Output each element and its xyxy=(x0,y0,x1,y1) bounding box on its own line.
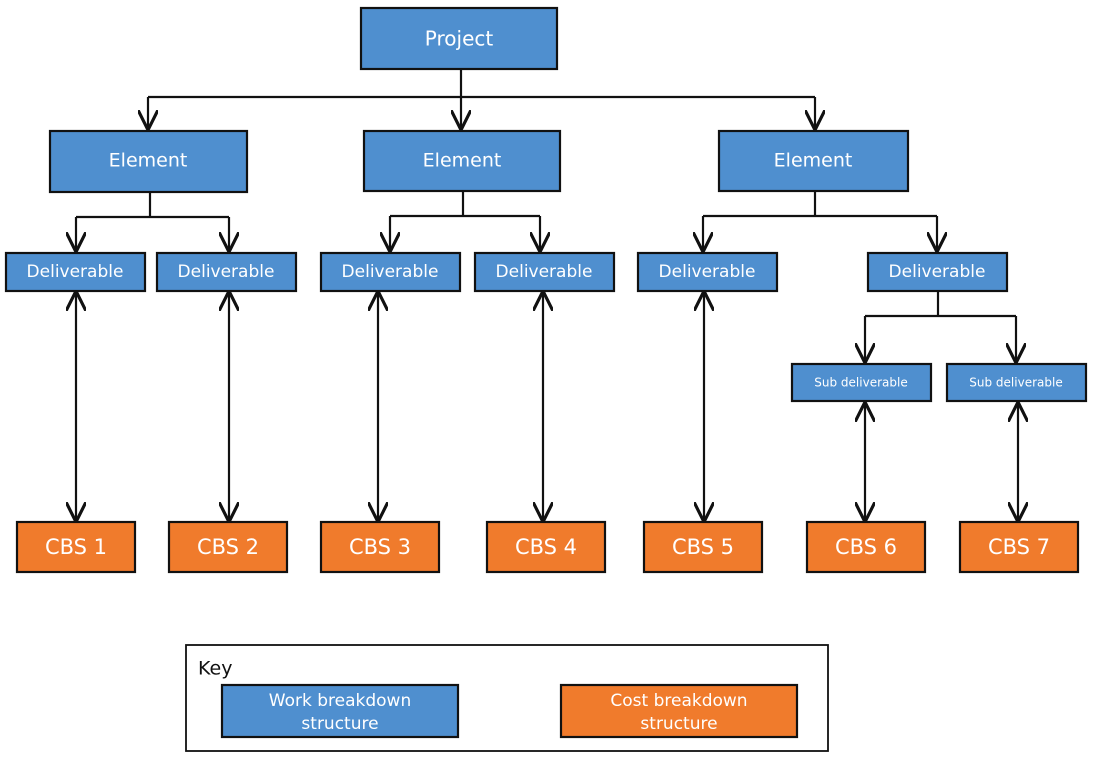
element-label: Element xyxy=(423,150,502,172)
cbs-node: CBS 7 xyxy=(958,520,1080,574)
key-title: Key xyxy=(198,658,232,680)
cbs-label: CBS 1 xyxy=(45,535,107,559)
sub-deliverable-label: Sub deliverable xyxy=(969,376,1062,390)
sub-deliverable-label: Sub deliverable xyxy=(814,376,907,390)
cbs-label: CBS 5 xyxy=(672,535,734,559)
element-node: Element xyxy=(362,129,562,193)
key-wbs-swatch: Work breakdown structure xyxy=(220,683,460,739)
deliverable-label: Deliverable xyxy=(178,262,275,282)
deliverable-node: Deliverable xyxy=(319,251,462,293)
project-node: Project xyxy=(359,6,559,71)
cbs-node: CBS 4 xyxy=(485,520,607,574)
element-label: Element xyxy=(109,150,188,172)
deliverable-node: Deliverable xyxy=(866,251,1009,293)
deliverable-label: Deliverable xyxy=(27,262,124,282)
sub-deliverable-node: Sub deliverable xyxy=(945,362,1088,403)
key-cbs-label-line2: structure xyxy=(640,714,717,734)
element-node: Element xyxy=(48,129,249,194)
key-wbs-label-line2: structure xyxy=(301,714,378,734)
deliverable-node: Deliverable xyxy=(636,251,779,293)
sub-deliverable-node: Sub deliverable xyxy=(790,362,933,403)
deliverable-label: Deliverable xyxy=(342,262,439,282)
cbs-label: CBS 7 xyxy=(988,535,1050,559)
cbs-label: CBS 4 xyxy=(515,535,577,559)
key-cbs-swatch: Cost breakdown structure xyxy=(559,683,799,739)
key-wbs-label-line1: Work breakdown xyxy=(269,691,411,711)
cbs-label: CBS 2 xyxy=(197,535,259,559)
connectors xyxy=(76,70,1018,520)
cbs-node: CBS 2 xyxy=(167,520,289,574)
cbs-node: CBS 5 xyxy=(642,520,764,574)
deliverable-label: Deliverable xyxy=(889,262,986,282)
element-node: Element xyxy=(717,129,910,193)
element-label: Element xyxy=(774,150,853,172)
cbs-label: CBS 3 xyxy=(349,535,411,559)
key-legend: Key Work breakdown structure Cost breakd… xyxy=(185,644,829,752)
cbs-label: CBS 6 xyxy=(835,535,897,559)
cbs-node: CBS 1 xyxy=(15,520,137,574)
key-cbs-label-line1: Cost breakdown xyxy=(610,691,747,711)
project-label: Project xyxy=(425,27,494,51)
deliverable-node: Deliverable xyxy=(155,251,298,293)
deliverable-label: Deliverable xyxy=(496,262,593,282)
cbs-node: CBS 3 xyxy=(319,520,441,574)
deliverable-node: Deliverable xyxy=(4,251,147,293)
cbs-node: CBS 6 xyxy=(805,520,927,574)
deliverable-node: Deliverable xyxy=(473,251,616,293)
deliverable-label: Deliverable xyxy=(659,262,756,282)
